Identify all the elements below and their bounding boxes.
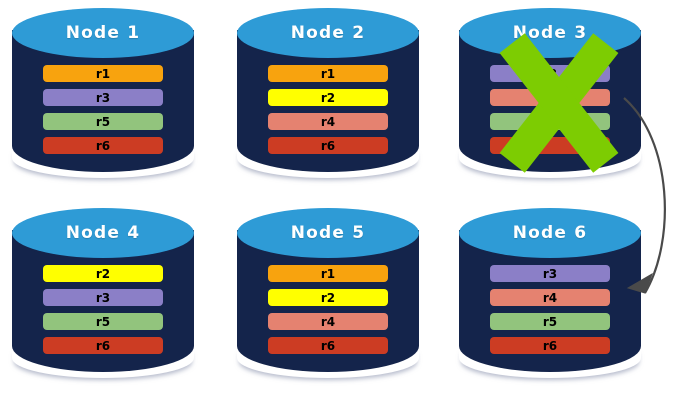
replica-bar[interactable]: r4 (268, 113, 388, 130)
replica-bar[interactable]: r1 (43, 65, 163, 82)
node-cylinder-6[interactable]: Node 6 r3 r4 r5 r6 (459, 208, 641, 393)
replica-bar[interactable]: r5 (43, 313, 163, 330)
replica-bar[interactable]: r2 (268, 89, 388, 106)
replica-bar[interactable]: r5 (43, 113, 163, 130)
replica-list: r2 r3 r5 r6 (43, 265, 163, 354)
node-cylinder-4[interactable]: Node 4 r2 r3 r5 r6 (12, 208, 194, 393)
node-title: Node 4 (65, 223, 141, 243)
node-cylinder-2[interactable]: Node 2 r1 r2 r4 r6 (237, 8, 419, 193)
replica-bar[interactable]: r6 (43, 137, 163, 154)
node-cylinder-5[interactable]: Node 5 r1 r2 r4 r6 (237, 208, 419, 393)
replica-list: r3 r4 r5 r6 (490, 265, 610, 354)
node-title: Node 2 (290, 23, 366, 43)
replica-bar[interactable]: r5 (490, 313, 610, 330)
replica-bar[interactable]: r3 (490, 265, 610, 282)
replica-bar[interactable]: r6 (490, 337, 610, 354)
replica-bar[interactable]: r4 (490, 289, 610, 306)
replica-list: r1 r2 r4 r6 (268, 265, 388, 354)
replica-bar[interactable] (490, 89, 610, 106)
cylinder-top (459, 208, 641, 258)
replica-bar[interactable]: r3 (43, 289, 163, 306)
replica-list: r3 (490, 65, 610, 154)
replica-bar[interactable] (490, 137, 610, 154)
replica-bar[interactable]: r2 (268, 289, 388, 306)
replica-bar[interactable] (490, 113, 610, 130)
replica-bar[interactable]: r4 (268, 313, 388, 330)
replica-list: r1 r2 r4 r6 (268, 65, 388, 154)
cylinder-top (237, 8, 419, 58)
cylinder-top (12, 8, 194, 58)
replica-bar[interactable]: r1 (268, 265, 388, 282)
node-title: Node 3 (512, 23, 588, 43)
node-cylinder-3[interactable]: Node 3 r3 (459, 8, 641, 193)
node-title: Node 1 (65, 23, 141, 43)
replica-bar[interactable]: r3 (490, 65, 610, 82)
replica-bar[interactable]: r1 (268, 65, 388, 82)
cylinder-top (237, 208, 419, 258)
replica-bar[interactable]: r6 (268, 137, 388, 154)
cylinder-top (12, 208, 194, 258)
replica-bar[interactable]: r2 (43, 265, 163, 282)
replica-bar[interactable]: r3 (43, 89, 163, 106)
replica-bar[interactable]: r6 (268, 337, 388, 354)
node-cylinder-1[interactable]: Node 1 r1 r3 r5 r6 (12, 8, 194, 193)
replica-bar[interactable]: r6 (43, 337, 163, 354)
node-title: Node 5 (290, 223, 366, 243)
replica-list: r1 r3 r5 r6 (43, 65, 163, 154)
node-title: Node 6 (512, 223, 588, 243)
